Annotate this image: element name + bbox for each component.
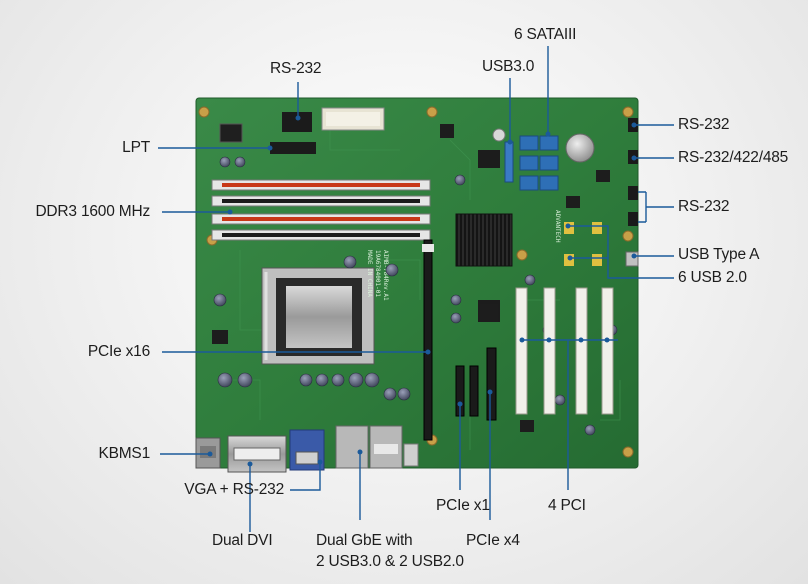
pcie-x16-slot	[423, 239, 433, 441]
usb3-header	[504, 141, 514, 183]
callout-sata: 6 SATAIII	[514, 26, 577, 43]
callout-dots	[207, 115, 637, 467]
top-headers	[219, 107, 385, 154]
callout-ddr3: DDR3 1600 MHz	[35, 203, 150, 220]
cpu-socket: AIMB-784Rev.A1 19A6784001-01 MADE IN CHI…	[261, 250, 389, 365]
callout-pcie-x1: PCIe x1	[436, 497, 490, 514]
pcie-x4-slot	[486, 347, 497, 421]
callout-dual-dvi: Dual DVI	[212, 532, 273, 549]
pcie-x1-slot-b	[469, 365, 479, 417]
sata-connectors	[519, 135, 559, 191]
small-chips	[212, 124, 610, 432]
silk-model-line2: 19A6784001-01	[374, 250, 381, 297]
silk-brand: ADVANTECH	[554, 210, 561, 243]
buzzer	[492, 128, 506, 142]
callout-pcie-x16: PCIe x16	[87, 343, 150, 360]
callout-dual-gbe-line1: Dual GbE with	[316, 532, 413, 549]
silk-made-in: MADE IN CHINA	[366, 250, 373, 297]
callout-kbms: KBMS1	[98, 445, 150, 462]
cmos-battery	[565, 133, 595, 163]
callout-pcie-x4: PCIe x4	[466, 532, 520, 549]
callout-pci: 4 PCI	[548, 497, 586, 514]
callout-leaders	[158, 46, 674, 532]
rear-io	[195, 425, 419, 473]
callout-rs232-422-485: RS-232/422/485	[678, 149, 789, 166]
silk-model-line1: AIMB-784Rev.A1	[382, 250, 389, 301]
ddr3-slots	[211, 179, 431, 241]
callout-usb-type-a: USB Type A	[678, 246, 760, 263]
callout-usb2: 6 USB 2.0	[678, 269, 747, 286]
pcie-x16-latch	[422, 244, 434, 252]
callout-usb3: USB3.0	[482, 58, 535, 75]
callout-lpt: LPT	[122, 139, 150, 156]
callout-rs232-right-1: RS-232	[678, 116, 730, 133]
callout-rs232-right-2: RS-232	[678, 198, 730, 215]
callout-vga-rs232: VGA + RS-232	[184, 481, 284, 498]
capacitors	[213, 156, 618, 436]
callout-dual-gbe-line2: 2 USB3.0 & 2 USB2.0	[316, 553, 464, 570]
pci-slots	[515, 287, 614, 415]
callout-rs232-top: RS-232	[270, 60, 322, 77]
